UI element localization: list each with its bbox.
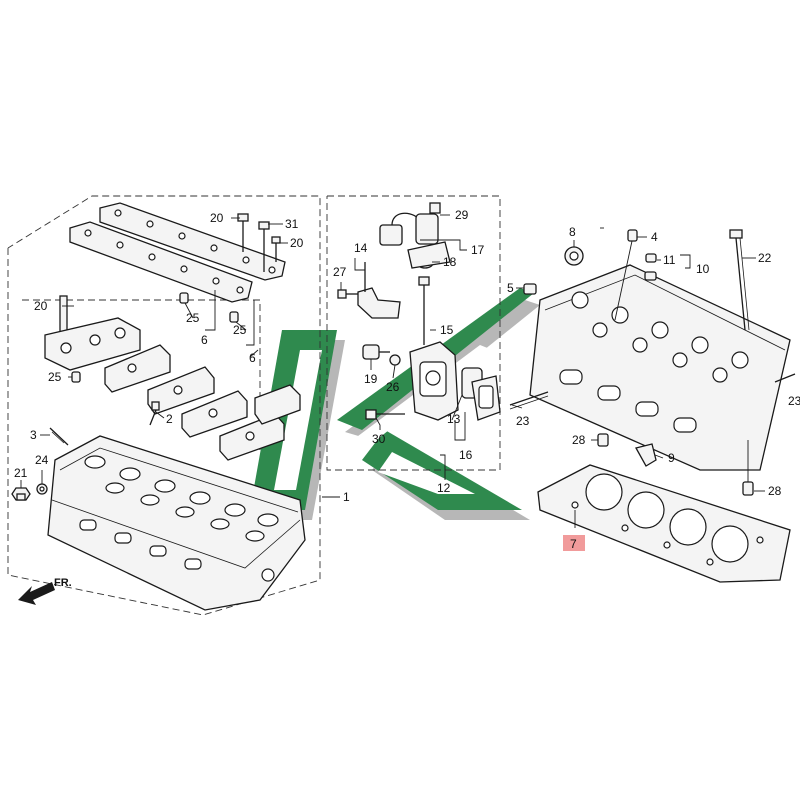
pressure-switch-19 bbox=[362, 344, 390, 360]
callout-13: 13 bbox=[447, 412, 461, 426]
callout-20a: 20 bbox=[210, 211, 224, 225]
rocker-arm-holder-3 bbox=[181, 390, 248, 438]
callout-6a: 6 bbox=[201, 333, 208, 347]
callout-28b: 28 bbox=[768, 484, 782, 498]
callout-5: 5 bbox=[507, 281, 514, 295]
bolt-30 bbox=[365, 409, 405, 420]
callout-20c: 20 bbox=[34, 299, 48, 313]
callout-7: 7 bbox=[570, 537, 577, 551]
spool-valve-body bbox=[409, 341, 459, 421]
callout-26: 26 bbox=[386, 380, 400, 394]
bolt-15 bbox=[418, 276, 430, 345]
callout-27: 27 bbox=[333, 265, 347, 279]
callout-25b: 25 bbox=[233, 323, 247, 337]
callout-29: 29 bbox=[455, 208, 469, 222]
cap-11 bbox=[644, 253, 657, 281]
callout-16: 16 bbox=[459, 448, 473, 462]
callout-19: 19 bbox=[364, 372, 378, 386]
callout-20b: 20 bbox=[290, 236, 304, 250]
callout-17: 17 bbox=[471, 243, 485, 257]
leader-lines bbox=[20, 214, 765, 528]
rocker-arm-holder-2 bbox=[147, 366, 215, 415]
callout-3: 3 bbox=[30, 428, 37, 442]
washer-24 bbox=[36, 483, 48, 495]
stud-23-left bbox=[509, 391, 549, 410]
bolt-27 bbox=[337, 289, 358, 299]
callout-25a: 25 bbox=[186, 311, 200, 325]
camshaft-holder-plate-upper bbox=[69, 202, 286, 303]
front-direction-arrow bbox=[18, 582, 55, 605]
sealing-plug-8 bbox=[564, 246, 584, 266]
cylinder-head-left bbox=[47, 435, 306, 611]
bolt-20-top bbox=[237, 213, 249, 252]
group-frame-rocker-arms bbox=[22, 299, 261, 450]
stud-3 bbox=[49, 427, 69, 446]
stud-2 bbox=[149, 401, 160, 426]
dowel-4 bbox=[614, 229, 638, 321]
callout-12: 12 bbox=[437, 481, 451, 495]
callout-23b: 23 bbox=[788, 394, 800, 408]
callout-6b: 6 bbox=[249, 351, 256, 365]
bolt-20-right bbox=[271, 236, 281, 262]
oring-26 bbox=[389, 354, 401, 366]
callout-2: 2 bbox=[166, 412, 173, 426]
solenoid-gasket-18 bbox=[407, 241, 451, 269]
bracket-9 bbox=[635, 443, 657, 467]
callout-15: 15 bbox=[440, 323, 454, 337]
callout-4: 4 bbox=[651, 230, 658, 244]
highlight-box-7 bbox=[563, 535, 585, 551]
callout-11: 11 bbox=[663, 253, 676, 267]
callout-14: 14 bbox=[354, 241, 368, 255]
sensor-5 bbox=[523, 283, 537, 295]
group-frame-vtec-spool bbox=[326, 195, 501, 471]
callout-labels: 1 2 3 4 5 6 6 7 8 9 10 11 12 13 14 15 16… bbox=[14, 208, 800, 589]
camshaft-holder-left bbox=[44, 295, 141, 371]
bolt-21 bbox=[11, 487, 31, 501]
bolt-31 bbox=[258, 221, 270, 272]
callout-24: 24 bbox=[35, 453, 49, 467]
callout-31: 31 bbox=[285, 217, 299, 231]
callout-10: 10 bbox=[696, 262, 710, 276]
callout-28a: 28 bbox=[572, 433, 586, 447]
camshaft-holder-right bbox=[254, 384, 301, 425]
rocker-arm-holder-1 bbox=[104, 344, 171, 393]
vtec-solenoid bbox=[379, 202, 441, 246]
cylinder-head-right bbox=[529, 264, 791, 471]
callout-21: 21 bbox=[14, 466, 28, 480]
callout-23a: 23 bbox=[516, 414, 530, 428]
dowel-28-left bbox=[597, 433, 609, 447]
dowel-28-right bbox=[742, 440, 754, 496]
head-bolt-22 bbox=[729, 229, 750, 331]
head-gasket-7 bbox=[537, 464, 791, 583]
callout-30: 30 bbox=[372, 432, 386, 446]
callout-25c: 25 bbox=[48, 370, 62, 384]
callout-1: 1 bbox=[343, 490, 350, 504]
callout-9: 9 bbox=[668, 451, 675, 465]
stud-23-right bbox=[774, 373, 796, 383]
callout-8: 8 bbox=[569, 225, 576, 239]
bracket-14 bbox=[357, 262, 401, 319]
filter-16 bbox=[471, 375, 501, 421]
callout-22: 22 bbox=[758, 251, 772, 265]
front-direction-label: FR. bbox=[54, 577, 72, 589]
callout-18: 18 bbox=[443, 255, 457, 269]
group-frame-cylinder-head bbox=[7, 195, 321, 616]
